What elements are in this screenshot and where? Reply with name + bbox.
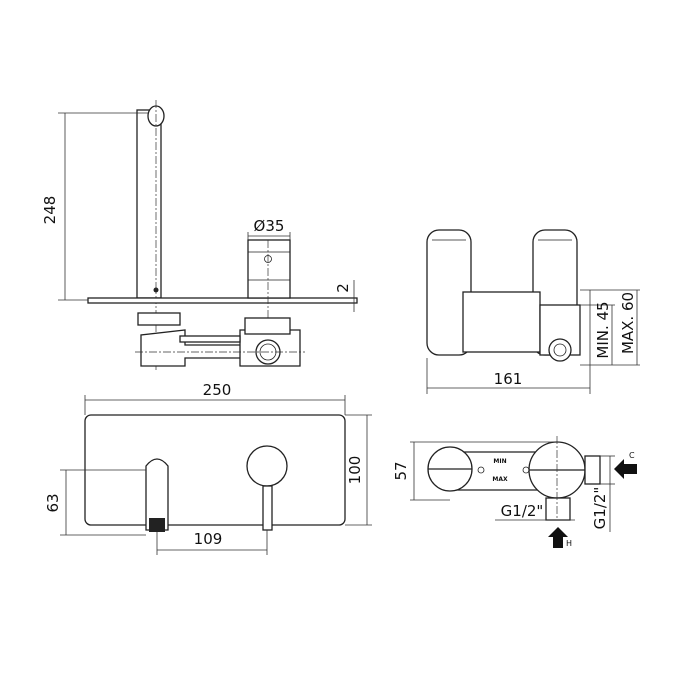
dim-depth-57: 57 [392, 461, 410, 480]
mixer-handle [247, 239, 291, 299]
end-view: 161 MIN. 45 MAX. 60 [426, 229, 640, 394]
dim-height-248: 248 [41, 196, 59, 225]
bottom-thread-label: G1/2" [501, 502, 544, 520]
dim-width-250: 250 [203, 381, 232, 399]
max-label: MAX [492, 476, 508, 483]
front-lever [262, 485, 273, 531]
front-mixer-knob [246, 445, 288, 487]
spout-tube [136, 109, 162, 299]
side-view: 248 Ø35 2 [41, 100, 358, 370]
valve-box [462, 291, 541, 353]
dim-spout-63: 63 [44, 493, 62, 512]
dim-min-45: MIN. 45 [594, 301, 612, 358]
wall-plate [87, 297, 358, 304]
hot-label: H [566, 539, 572, 548]
dim-width-161: 161 [494, 370, 523, 388]
dim-spacing-109: 109 [194, 530, 223, 548]
front-spout [145, 458, 169, 531]
side-thread-label: G1/2" [591, 487, 609, 530]
front-view: 250 100 63 109 [44, 381, 372, 555]
dim-plate-thickness: 2 [334, 283, 352, 293]
dim-max-60: MAX. 60 [619, 292, 637, 354]
hot-inlet-arrow-icon [548, 527, 568, 548]
dim-diameter: Ø35 [254, 217, 285, 235]
cold-inlet-arrow-icon [614, 459, 637, 479]
dim-height-100: 100 [346, 456, 364, 485]
min-label: MIN [493, 458, 506, 465]
top-view: MIN MAX 57 G1/2" G1/2" C H [392, 436, 637, 548]
cold-label: C [629, 451, 635, 460]
